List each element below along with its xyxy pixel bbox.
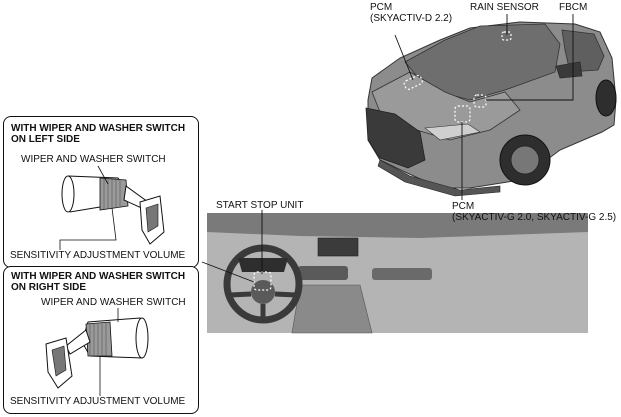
right-side-header-line1: WITH WIPER AND WASHER SWITCH	[11, 271, 186, 282]
pcm-diesel-marker	[403, 74, 423, 90]
steering-wheel	[223, 244, 303, 324]
right-side-switch-label: WIPER AND WASHER SWITCH	[41, 297, 186, 308]
left-side-volume-label: SENSITIVITY ADJUSTMENT VOLUME	[10, 250, 186, 261]
start-stop-unit-marker	[253, 271, 272, 291]
rain-sensor-label: RAIN SENSOR	[470, 2, 539, 13]
leader-fbcm	[486, 14, 574, 101]
rain-sensor-marker	[501, 31, 512, 41]
pcm-gas-label-line2: (SKYACTIV-G 2.0, SKYACTIV-G 2.5)	[452, 212, 617, 223]
car-side-window	[561, 29, 605, 73]
left-side-switch-label: WIPER AND WASHER SWITCH	[21, 154, 166, 165]
center-display	[317, 237, 359, 257]
steering-hub	[251, 280, 275, 304]
left-side-header-line2: ON LEFT SIDE	[11, 134, 80, 145]
car-mirror	[555, 61, 583, 79]
passenger-vent	[372, 268, 432, 280]
center-console	[291, 284, 373, 334]
dashboard-illustration	[207, 213, 588, 334]
pcm-gas-marker	[454, 105, 471, 123]
left-side-header-line1: WITH WIPER AND WASHER SWITCH	[11, 123, 186, 134]
right-side-volume-label: SENSITIVITY ADJUSTMENT VOLUME	[10, 396, 186, 407]
pcm-diesel-label: PCM (SKYACTIV-D 2.2)	[370, 2, 452, 24]
steering-spokes	[229, 291, 297, 318]
left-side-panel-header: WITH WIPER AND WASHER SWITCH ON LEFT SID…	[11, 123, 185, 145]
pcm-diesel-label-line2: (SKYACTIV-D 2.2)	[370, 13, 453, 24]
panel-to-dashboard-connector	[201, 261, 255, 283]
fbcm-marker	[473, 94, 487, 108]
center-vents	[298, 266, 348, 280]
pcm-gas-label: PCM (SKYACTIV-G 2.0, SKYACTIV-G 2.5)	[452, 201, 616, 223]
fbcm-label: FBCM	[559, 2, 588, 13]
car-grille	[365, 107, 426, 169]
car-rear-wheel	[595, 79, 617, 117]
start-stop-unit-label: START STOP UNIT	[216, 200, 304, 211]
dashboard-top	[207, 213, 588, 238]
car-bumper	[377, 159, 501, 197]
right-side-panel-header: WITH WIPER AND WASHER SWITCH ON RIGHT SI…	[11, 271, 185, 293]
instrument-cluster	[238, 258, 288, 272]
car-front-rim	[510, 145, 540, 175]
pcm-gas-label-line1: PCM	[452, 201, 475, 212]
car-headlight	[424, 123, 481, 141]
right-side-header-line2: ON RIGHT SIDE	[11, 282, 87, 293]
leader-pcm-diesel	[394, 34, 414, 81]
pcm-diesel-label-line1: PCM	[370, 2, 393, 13]
